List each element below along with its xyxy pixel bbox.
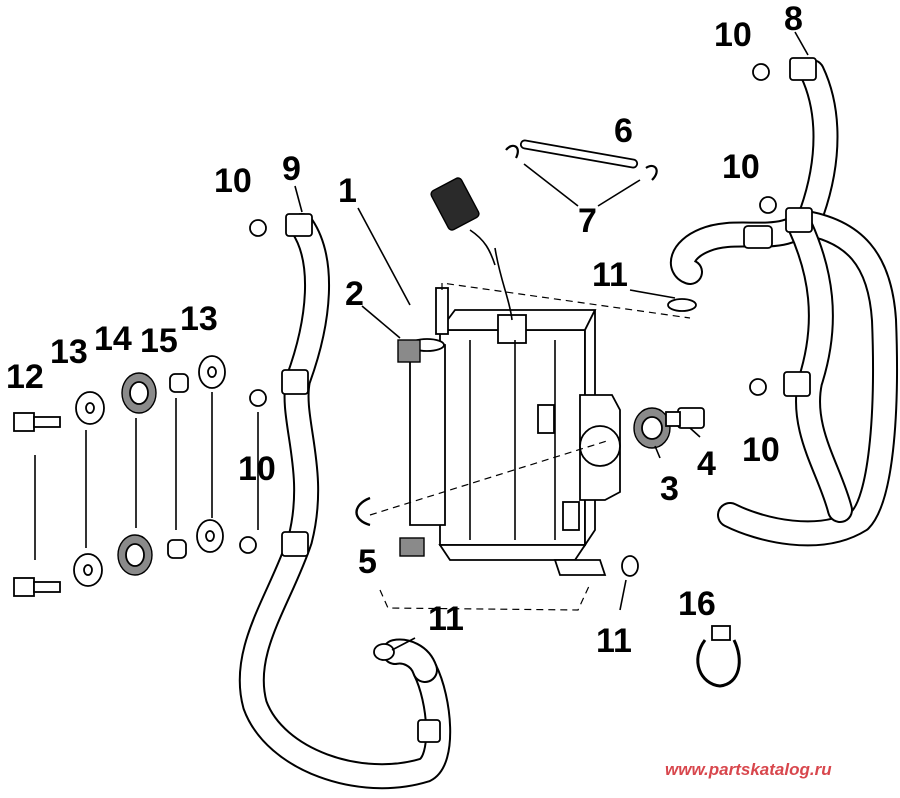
hose-clamp bbox=[621, 555, 639, 577]
hose-clamp bbox=[373, 643, 395, 661]
callout-7: 7 bbox=[578, 202, 597, 240]
callout-4: 4 bbox=[697, 445, 716, 483]
hose-clamp-band bbox=[696, 639, 741, 688]
hose-left-assembly bbox=[238, 213, 452, 790]
o-ring bbox=[239, 536, 257, 554]
hose-fitting-top bbox=[789, 57, 817, 81]
vapor-separator-body bbox=[397, 177, 621, 576]
hose-fitting-top bbox=[285, 213, 313, 237]
mounting-hardware bbox=[13, 355, 226, 597]
hose-tee-fitting-lower bbox=[783, 371, 811, 397]
callout-11: 11 bbox=[596, 622, 632, 660]
callout-15: 15 bbox=[140, 322, 178, 360]
callout-labels: 1 2 3 4 5 6 7 8 9 10 10 10 10 10 11 11 1… bbox=[6, 0, 803, 660]
o-ring bbox=[752, 63, 770, 81]
o-ring bbox=[749, 378, 767, 396]
callout-10: 10 bbox=[742, 431, 780, 469]
callout-8: 8 bbox=[784, 0, 803, 38]
bolt-shank bbox=[33, 581, 61, 593]
spacer bbox=[167, 539, 187, 559]
callout-16: 16 bbox=[678, 585, 716, 623]
callout-10: 10 bbox=[722, 148, 760, 186]
bolt-head bbox=[13, 577, 35, 597]
callout-3: 3 bbox=[660, 470, 679, 508]
hose-tee-fitting-lower bbox=[281, 531, 309, 557]
clip bbox=[505, 144, 519, 159]
callout-9: 9 bbox=[282, 150, 301, 188]
small-parts bbox=[239, 63, 777, 688]
hose-clamp bbox=[667, 298, 697, 312]
callout-10: 10 bbox=[214, 162, 252, 200]
hose-clamp-band bbox=[417, 719, 441, 743]
hose-tube bbox=[519, 139, 639, 169]
callout-13: 13 bbox=[50, 333, 88, 371]
callout-2: 2 bbox=[345, 275, 364, 313]
o-ring bbox=[249, 219, 267, 237]
callout-14: 14 bbox=[94, 320, 132, 358]
callout-13: 13 bbox=[180, 300, 218, 338]
spacer bbox=[169, 373, 189, 393]
callout-6: 6 bbox=[614, 112, 633, 150]
hose-clamp-band bbox=[743, 225, 773, 249]
callout-12: 12 bbox=[6, 358, 44, 396]
callout-5: 5 bbox=[358, 543, 377, 581]
callout-1: 1 bbox=[338, 172, 357, 210]
leader-lines bbox=[294, 31, 809, 651]
callout-10: 10 bbox=[714, 16, 752, 54]
bolt-head bbox=[13, 412, 35, 432]
clip bbox=[645, 164, 658, 181]
fitting bbox=[677, 407, 705, 429]
o-ring bbox=[759, 196, 777, 214]
watermark-link[interactable]: www.partskatalog.ru bbox=[665, 760, 832, 779]
callout-11: 11 bbox=[428, 600, 464, 638]
dashed-guides bbox=[369, 282, 691, 611]
hose-tee-fitting bbox=[785, 207, 813, 233]
bolt-shank bbox=[33, 416, 61, 428]
hose-right-assembly bbox=[670, 57, 898, 547]
o-ring bbox=[249, 389, 267, 407]
callout-10: 10 bbox=[238, 450, 276, 488]
callout-11: 11 bbox=[592, 256, 628, 294]
retaining-clip bbox=[355, 496, 371, 527]
hose-tee-fitting bbox=[281, 369, 309, 395]
